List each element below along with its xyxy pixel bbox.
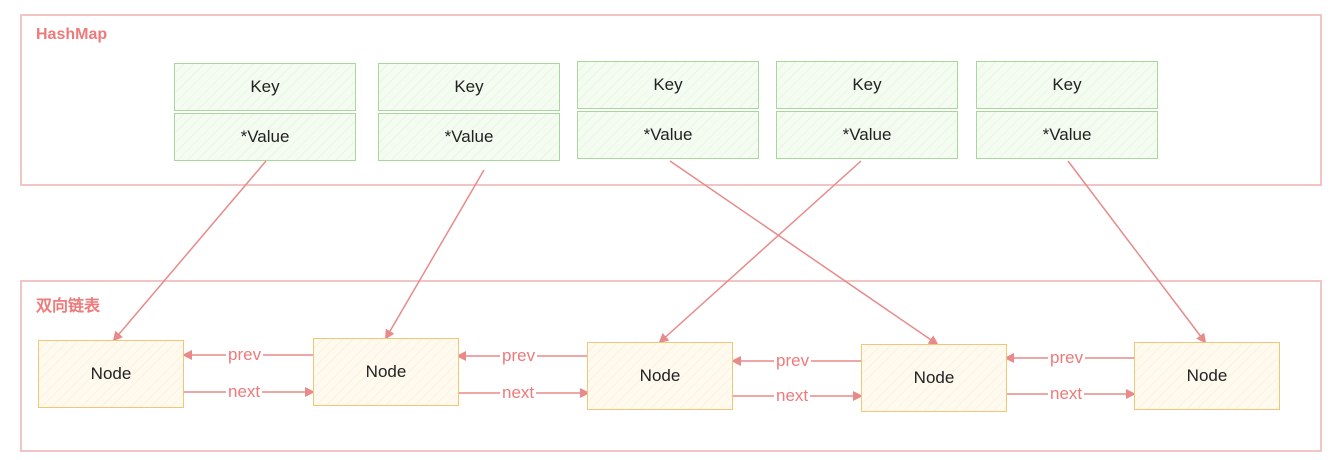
pointer-arrow-1 [384,169,485,340]
hashmap-key-4: Key [976,61,1158,109]
prev-label-1: prev [500,346,538,366]
linked-list-container: 双向链表 [20,280,1322,452]
pointer-arrow-0 [112,160,267,342]
pointer-arrow-4 [1067,160,1207,344]
pointer-arrow-3 [658,160,862,344]
hashmap-key-1: Key [378,63,560,111]
pointer-arrow-2 [669,160,939,346]
next-label-0: next [226,382,263,402]
hashmap-value-3: *Value [776,111,958,159]
prev-label-0: prev [226,345,264,365]
list-node-3: Node [861,344,1007,412]
next-label-3: next [1048,384,1085,404]
hashmap-key-2: Key [577,61,759,109]
list-node-1: Node [313,338,459,406]
list-node-4: Node [1134,342,1280,410]
prev-label-3: prev [1048,348,1086,368]
hashmap-value-4: *Value [976,111,1158,159]
linked-list-title: 双向链表 [36,298,101,315]
hashmap-value-2: *Value [577,111,759,159]
hashmap-value-0: *Value [174,113,356,161]
hashmap-key-0: Key [174,63,356,111]
list-node-0: Node [38,340,184,408]
list-node-2: Node [587,342,733,410]
prev-label-2: prev [774,351,812,371]
hashmap-value-1: *Value [378,113,560,161]
next-label-2: next [774,386,811,406]
hashmap-key-3: Key [776,61,958,109]
hashmap-title: HashMap [36,26,108,43]
next-label-1: next [500,383,537,403]
